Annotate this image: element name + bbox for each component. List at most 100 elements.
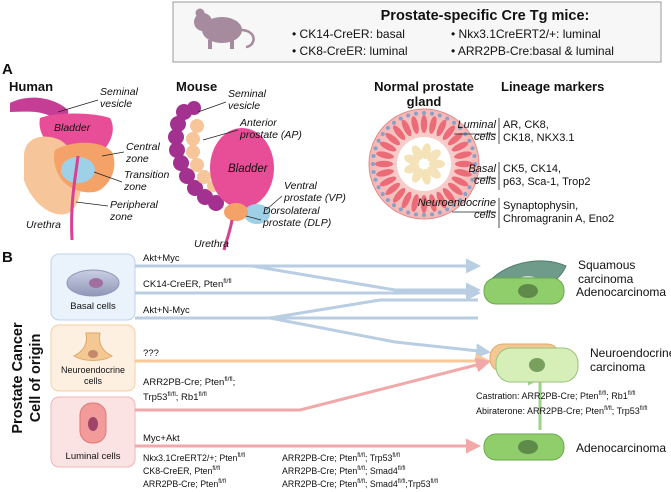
panel-b-label: B [2, 249, 13, 266]
gland-title-line-2: gland [407, 94, 442, 109]
gland-luminal-cell [442, 125, 456, 141]
arrow-akt-myc [135, 264, 481, 298]
gland-luminal-cell [411, 194, 419, 212]
gland-basal-cell [467, 185, 472, 190]
gland-basal-cell [406, 113, 411, 118]
basal-nucleus-shape [89, 278, 103, 288]
luminal-cells-label: Luminal cells [66, 451, 121, 462]
mouse-bladder-label: Bladder [228, 163, 269, 175]
gland-basal-cell [470, 146, 475, 151]
gland-luminal-cell [436, 119, 447, 137]
cre-mice-item-1: • CK14-CreER: basal [292, 27, 405, 41]
gland-luminal-cell [376, 169, 394, 177]
label-akt-myc: Akt+Myc [143, 253, 180, 264]
luminal-model-col2: ARR2PB-Cre; Ptenfl/fl; Trp53fl/fl [282, 453, 400, 463]
lineage-markers: Lineage markers AR, CK8,CK18, NKX3.1 CK5… [498, 79, 614, 228]
cre-mice-item-2: • CK8-CreER: luminal [292, 44, 408, 58]
gland-basal-cell [371, 162, 375, 166]
mouse-title: Mouse [176, 79, 217, 94]
gland-basal-cell [470, 177, 475, 182]
arrow-arr2pb [135, 357, 491, 412]
gland-basal-cell [385, 198, 390, 203]
gland-luminal-cell [420, 195, 428, 213]
gland-luminal-cell [455, 160, 473, 168]
gland-basal-cell [430, 111, 434, 116]
human-seminal-vesicle-shape [10, 97, 69, 118]
gland-luminal-cell [385, 132, 401, 146]
neuro-cell-shape [72, 332, 114, 361]
side-title-line-1: Prostate Cancer [10, 322, 26, 434]
gland-basal-cell [376, 138, 381, 143]
gland-basal-cell [385, 125, 390, 130]
gland-luminal-cell [392, 187, 406, 203]
lineage-basal: CK5, CK14,p63, Sca-1, Trop2 [503, 163, 590, 188]
mouse-ventral-prostate-shape [244, 204, 270, 224]
gland-luminal-cell [375, 160, 393, 168]
gland-luminal-cell [401, 191, 412, 209]
gland-basal-cell [473, 162, 477, 166]
gland-basal-cell [406, 210, 411, 215]
cre-mice-item-4: • ARR2PB-Cre:basal & luminal [451, 44, 614, 58]
neuro-nucleus-shape [88, 350, 98, 358]
cre-mice-box: Prostate-specific Cre Tg mice: • CK14-Cr… [172, 1, 662, 63]
gland-luminal-cell [429, 116, 437, 134]
gland-secretion [404, 143, 445, 185]
gland-luminal-cell [436, 191, 447, 209]
side-title-line-2: Cell of origin [28, 334, 44, 423]
lineage-arrows [135, 258, 543, 454]
human-bladder-label: Bladder [54, 122, 91, 134]
gland-basal-cell [376, 185, 381, 190]
gland-luminal-cell [401, 119, 412, 137]
luminal-model-col2: ARR2PB-Cre; Ptenfl/fl; Smad4fl/fl [282, 466, 405, 476]
gland-luminal-cell [379, 176, 397, 187]
lineage-luminal: AR, CK8,CK18, NKX3.1 [503, 119, 575, 144]
gland-basal-cell [392, 120, 396, 125]
gland-epithelium [371, 111, 477, 217]
gland-basal-cell [422, 213, 426, 217]
mouse-bladder-shape [210, 128, 274, 208]
gland-basal-cell [463, 192, 468, 196]
label-akt-nmyc: Akt+N-Myc [143, 305, 190, 316]
gland-basal-cell [458, 198, 463, 203]
gland-basal-cell [373, 177, 378, 182]
gland-basal-cell [430, 212, 434, 217]
mouse-icon [194, 8, 255, 49]
label-arr2pb-1: ARR2PB-Cre; Ptenfl/fl; [143, 376, 235, 388]
adeno-bottom: Adenocarcinoma [483, 433, 666, 461]
label-myc-akt: Myc+Akt [143, 433, 180, 444]
gland-luminal-cell [392, 125, 406, 141]
gland-basal-cell [422, 111, 426, 115]
gland-luminal-cell [447, 182, 463, 196]
gland-basal-cell [398, 207, 403, 212]
human-urethra-label: Urethra [26, 219, 61, 231]
gland-secretion-blob [429, 159, 445, 169]
neuro-carcinoma-nucleus [529, 358, 545, 372]
mouse-seminal-vesicle-shape [168, 101, 224, 211]
gland-luminal-cell [385, 182, 401, 196]
mouse-urethra-label: Urethra [194, 238, 229, 250]
arrow-akt-nmyc-up [269, 298, 478, 320]
cre-mice-title: Prostate-specific Cre Tg mice: [381, 8, 590, 24]
gland-basal-cell [467, 138, 472, 143]
lineage-title: Lineage markers [501, 79, 604, 94]
gland-luminal-cell [447, 132, 463, 146]
human-urethra-shape [70, 155, 80, 241]
basal-cell-box: Basal cells [50, 253, 136, 321]
adeno-bottom-label: Adenocarcinoma [576, 441, 666, 455]
lineage-neuro: Synaptophysin,Chromagranin A, Eno2 [503, 200, 614, 225]
gland-secretion-blob [421, 168, 431, 185]
gland-basal-cell [373, 146, 378, 151]
gland-luminal-cell [411, 116, 419, 134]
